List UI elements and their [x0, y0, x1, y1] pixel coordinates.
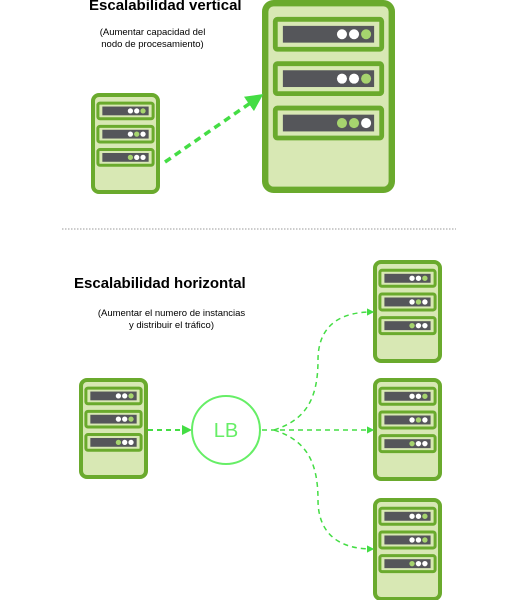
- vertical-title: Escalabilidad vertical: [89, 0, 242, 14]
- led-indicator: [127, 131, 134, 137]
- led-indicator: [409, 417, 415, 423]
- led-indicator: [422, 417, 428, 423]
- led-indicator: [422, 560, 428, 567]
- drive-slot: [282, 114, 375, 132]
- led-indicator: [415, 393, 422, 399]
- server-instance-1: [373, 260, 442, 363]
- led-indicator: [422, 393, 428, 399]
- drive-slot: [90, 438, 137, 447]
- led-indicator: [409, 275, 415, 281]
- drive-slot: [384, 535, 431, 545]
- led-indicator: [415, 322, 422, 329]
- led-indicator: [415, 513, 422, 519]
- led-indicator: [415, 299, 422, 305]
- led-indicator: [409, 560, 415, 567]
- server-source-horizontal: [79, 378, 148, 479]
- load-balancer-circle: [191, 395, 261, 465]
- led-indicator: [422, 440, 428, 447]
- lb-to-instance-1-arrow: [273, 308, 375, 431]
- led-indicator: [115, 416, 122, 422]
- server-small-vertical: [91, 93, 160, 194]
- led-indicator: [134, 154, 140, 161]
- led-indicator: [336, 73, 347, 84]
- led-indicator: [336, 29, 347, 40]
- drive-slot: [384, 273, 431, 283]
- led-indicator: [409, 513, 415, 519]
- drive-slot: [384, 439, 431, 449]
- led-indicator: [115, 439, 122, 446]
- led-indicator: [422, 299, 428, 305]
- led-indicator: [349, 29, 360, 40]
- drive-slot: [384, 297, 431, 307]
- led-indicator: [415, 417, 422, 423]
- load-balancer-node: LB: [191, 395, 261, 465]
- led-indicator: [128, 439, 134, 446]
- led-indicator: [409, 299, 415, 305]
- horizontal-subtitle-line-1: (Aumentar el numero de instancias: [97, 308, 246, 319]
- drive-slot: [90, 391, 137, 401]
- horizontal-title: Escalabilidad horizontal: [74, 275, 246, 292]
- led-indicator: [128, 416, 134, 422]
- led-indicator: [361, 73, 372, 84]
- led-indicator: [349, 73, 360, 84]
- led-indicator: [140, 108, 146, 114]
- led-indicator: [122, 393, 128, 399]
- led-indicator: [140, 131, 146, 137]
- vertical-scale-arrow: [164, 94, 264, 164]
- led-indicator: [409, 440, 415, 447]
- horizontal-subtitle: (Aumentar el numero de instancias y dist…: [85, 308, 258, 332]
- led-indicator: [415, 275, 422, 281]
- led-indicator: [409, 322, 415, 329]
- led-indicator: [361, 29, 372, 40]
- led-indicator: [127, 108, 134, 114]
- led-indicator: [422, 322, 428, 329]
- drive-slot: [102, 153, 149, 162]
- led-indicator: [336, 118, 347, 129]
- led-indicator: [422, 537, 428, 543]
- led-indicator: [127, 154, 134, 161]
- vertical-subtitle-line-2: nodo de procesamiento): [101, 39, 204, 50]
- drive-slot: [384, 321, 431, 331]
- drive-slot: [384, 511, 431, 521]
- drive-slot: [384, 559, 431, 569]
- server-instance-2: [373, 378, 442, 481]
- led-indicator: [140, 154, 146, 161]
- vertical-subtitle: (Aumentar capacidad del nodo de procesam…: [85, 27, 220, 51]
- led-indicator: [422, 275, 428, 281]
- led-indicator: [415, 560, 422, 567]
- load-balancer-label: LB: [214, 420, 238, 442]
- led-indicator: [122, 439, 128, 446]
- led-indicator: [115, 393, 122, 399]
- server-instance-3: [373, 498, 442, 600]
- led-indicator: [409, 393, 415, 399]
- led-indicator: [349, 118, 360, 129]
- drive-slot: [282, 70, 375, 88]
- led-indicator: [361, 118, 372, 129]
- drive-slot: [282, 25, 375, 43]
- led-indicator: [128, 393, 134, 399]
- led-indicator: [415, 440, 422, 447]
- drive-slot: [384, 415, 431, 425]
- server-large-vertical: [262, 0, 396, 194]
- vertical-subtitle-line-1: (Aumentar capacidad del: [99, 27, 206, 38]
- led-indicator: [415, 537, 422, 543]
- led-indicator: [409, 537, 415, 543]
- lb-to-instance-3-arrow: [273, 429, 375, 553]
- led-indicator: [122, 416, 128, 422]
- led-indicator: [422, 513, 428, 519]
- drive-slot: [102, 106, 149, 116]
- drive-slot: [102, 129, 149, 139]
- drive-slot: [90, 414, 137, 424]
- led-indicator: [134, 108, 140, 114]
- drive-slot: [384, 391, 431, 401]
- horizontal-subtitle-line-2: y distribuir el tráfico): [129, 320, 214, 331]
- led-indicator: [134, 131, 140, 137]
